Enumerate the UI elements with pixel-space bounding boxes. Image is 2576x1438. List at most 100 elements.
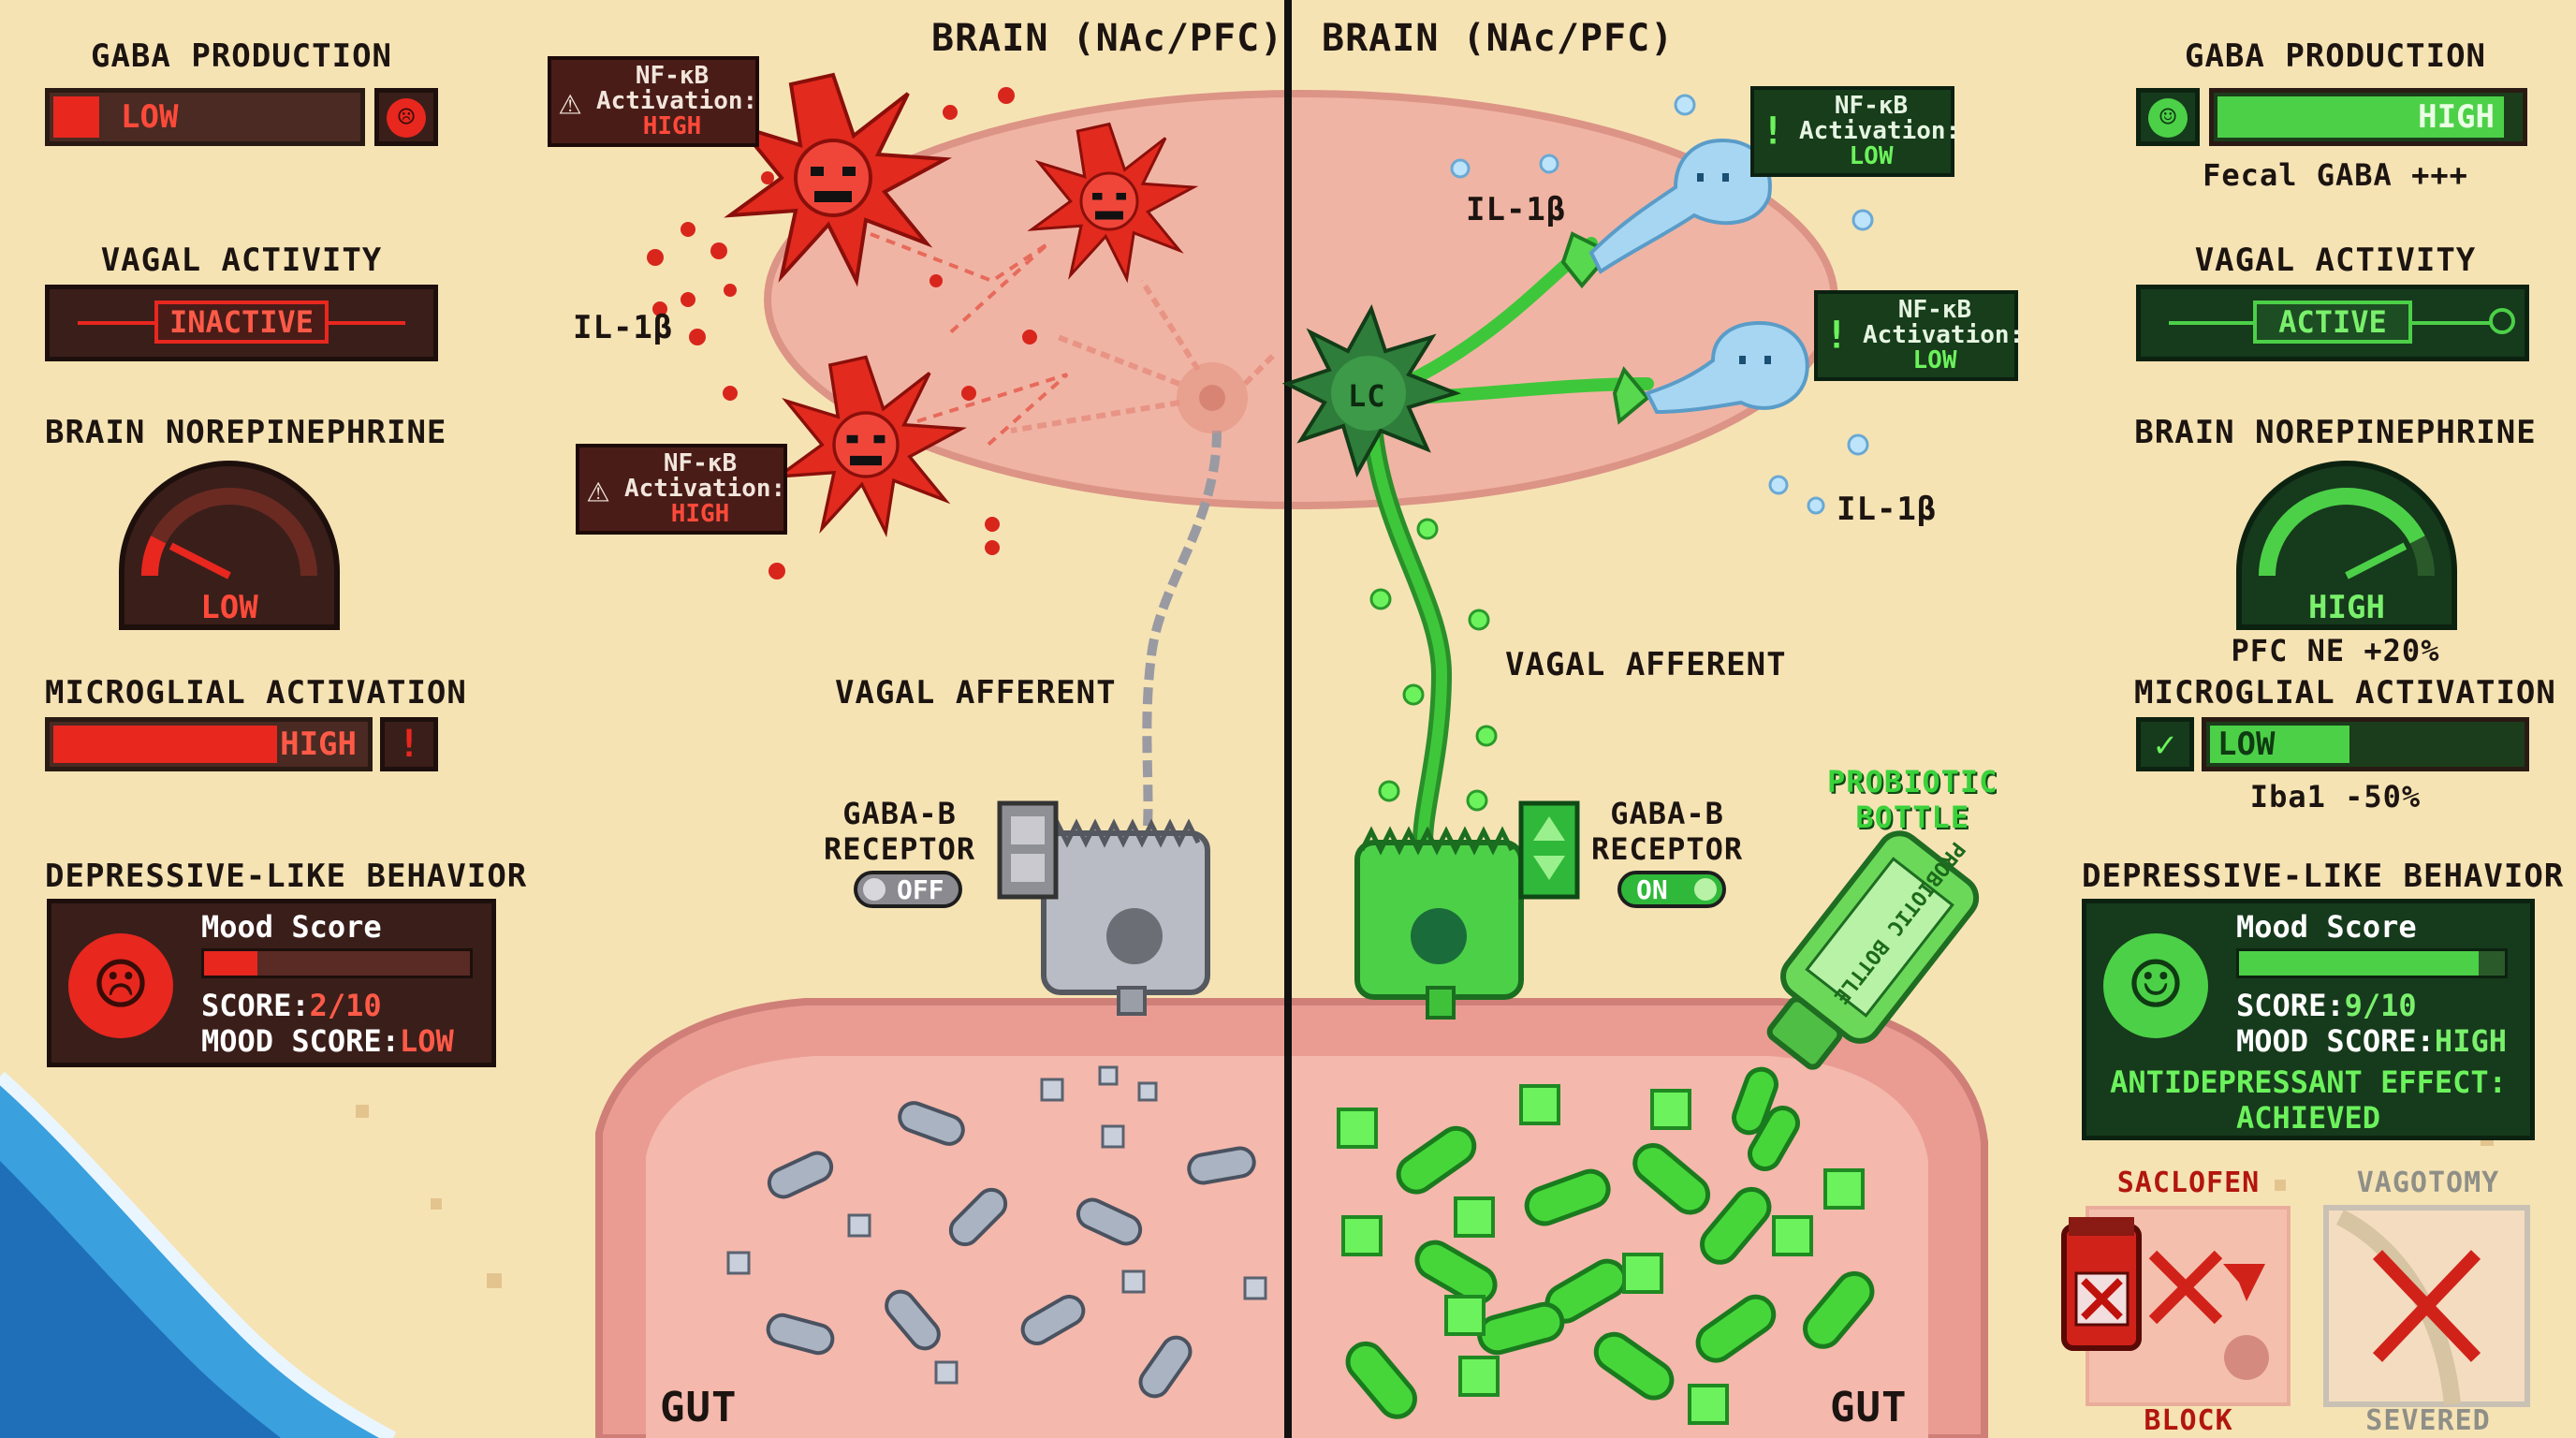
left-score-line: SCORE:2/10 — [201, 988, 382, 1023]
block-label: BLOCK — [2144, 1404, 2233, 1437]
signal-dots — [1369, 518, 1498, 812]
pfc-ne-note: PFC NE +20% — [2231, 633, 2440, 668]
right-vagal-title: VAGAL ACTIVITY — [2194, 242, 2477, 279]
vagal-afferent-label-right: VAGAL AFFERENT — [1505, 646, 1787, 683]
right-vagal-panel: ACTIVE — [2136, 285, 2529, 361]
enteroendocrine-cell-left — [1041, 818, 1210, 1016]
warning-icon: ⚠ — [559, 80, 582, 123]
left-gaba-title: GABA PRODUCTION — [90, 37, 393, 75]
ocean-foam — [0, 1071, 397, 1438]
nfkb-badge-left-bottom: ⚠ NF-κB Activation: HIGH — [576, 444, 787, 535]
left-score-value: 2/10 — [309, 988, 382, 1023]
right-ne-gauge: HIGH — [2236, 461, 2457, 630]
gauge-needle-icon — [2345, 542, 2408, 580]
receptor-state-left: OFF — [897, 874, 944, 905]
lc-label: LC — [1348, 378, 1386, 414]
checkmark-icon: ✓ — [2136, 717, 2194, 771]
nfkb-title: NF-κB Activation: — [1863, 296, 2025, 349]
right-microglia-bar: LOW — [2202, 717, 2529, 771]
right-ne-value: HIGH — [2308, 589, 2385, 626]
il1b-label-right-top: IL-1β — [1466, 191, 1567, 228]
nfkb-level: HIGH — [642, 112, 702, 140]
left-microglia-title: MICROGLIAL ACTIVATION — [45, 674, 467, 712]
il1b-label-left: IL-1β — [573, 309, 674, 346]
enteroendocrine-cell-right — [1354, 826, 1524, 1020]
happy-face-icon: ☺ — [2136, 88, 2200, 146]
block-x-icon — [2148, 1250, 2223, 1325]
left-vagal-value: INACTIVE — [154, 301, 329, 344]
nfkb-title: NF-κB Activation: — [624, 449, 786, 503]
vagotomy-label: VAGOTOMY — [2356, 1167, 2500, 1199]
right-gaba-value: HIGH — [2418, 98, 2495, 136]
alert-exclamation-icon: ! — [380, 717, 438, 771]
right-ne-arc — [2259, 488, 2425, 577]
gaba-b-receptor-label-right: GABA-B RECEPTOR — [1591, 796, 1744, 867]
nfkb-level: LOW — [1912, 346, 1957, 374]
right-mood-score-line: MOOD SCORE:HIGH — [2236, 1023, 2507, 1059]
bacteria-green — [1345, 1066, 1875, 1419]
right-microglia-value: LOW — [2217, 726, 2276, 763]
right-gaba-fill — [2217, 96, 2504, 138]
cytokines-red — [647, 87, 1037, 580]
receptor-icon-right — [1518, 800, 1580, 900]
vagal-afferent-left — [1142, 430, 1222, 844]
right-mood-panel: ☺ Mood Score SCORE:9/10 MOOD SCORE:HIGH … — [2082, 899, 2535, 1140]
saclofen-bottle-icon — [2061, 1217, 2142, 1351]
fecal-gaba-note: Fecal GABA +++ — [2203, 157, 2468, 193]
microglia-resting — [1588, 138, 1809, 415]
faded-neuron-left — [1010, 279, 1276, 433]
left-microglia-fill — [53, 726, 277, 763]
il1b-label-right-bottom: IL-1β — [1837, 491, 1938, 528]
nfkb-title: NF-κB Activation: — [596, 62, 758, 115]
exclamation-icon: ! — [1825, 314, 1849, 357]
left-gaba-bar: LOW — [45, 88, 365, 146]
receptor-toggle-left: OFF — [854, 871, 962, 908]
vagal-afferent-label-left: VAGAL AFFERENT — [835, 674, 1117, 712]
left-mood-score-line: MOOD SCORE:LOW — [201, 1023, 454, 1059]
left-gaba-fill — [53, 96, 99, 138]
iba1-note: Iba1 -50% — [2249, 779, 2422, 814]
receptor-state-right: ON — [1636, 874, 1668, 905]
left-microglia-value: HIGH — [280, 726, 357, 763]
right-microglia-title: MICROGLIAL ACTIVATION — [2134, 674, 2556, 712]
right-score-line: SCORE:9/10 — [2236, 988, 2417, 1023]
left-gaba-value: LOW — [121, 98, 179, 136]
left-mood-fill — [204, 951, 257, 976]
saclofen-label: SACLOFEN — [2116, 1167, 2261, 1199]
left-vagal-title: VAGAL ACTIVITY — [100, 242, 383, 279]
left-microglia-bar: HIGH — [45, 717, 373, 771]
nfkb-level: HIGH — [670, 500, 730, 528]
nfkb-badge-right-top: ! NF-κB Activation: LOW — [1750, 86, 1960, 177]
brain-label-right: BRAIN (NAc/PFC) — [1322, 17, 1675, 60]
toggle-knob-right — [1694, 878, 1717, 901]
toggle-knob-left — [863, 878, 886, 901]
right-gaba-bar: HIGH — [2209, 88, 2527, 146]
right-gaba-title: GABA PRODUCTION — [2184, 37, 2487, 75]
score-label: SCORE: — [2236, 988, 2345, 1023]
severed-label: SEVERED — [2365, 1404, 2491, 1437]
right-mood-fill — [2239, 951, 2479, 976]
center-divider — [1284, 0, 1292, 1438]
antidepressant-effect: ANTIDEPRESSANT EFFECT: ACHIEVED — [2110, 1064, 2507, 1136]
happy-face-large-icon: ☺ — [2103, 933, 2208, 1038]
gut-label-right: GUT — [1830, 1384, 1908, 1431]
warning-icon: ⚠ — [587, 467, 610, 510]
gaba-cubes — [1337, 1084, 1865, 1425]
left-ne-arc — [141, 536, 167, 577]
left-ne-title: BRAIN NOREPINEPHRINE — [45, 414, 447, 451]
left-ne-gauge: LOW — [119, 461, 340, 630]
gauge-needle-icon — [168, 542, 231, 580]
nfkb-badge-left-top: ⚠ NF-κB Activation: HIGH — [548, 56, 759, 147]
right-ne-title: BRAIN NOREPINEPHRINE — [2134, 414, 2537, 451]
right-mood-score-value: HIGH — [2434, 1023, 2507, 1059]
mood-score-label: MOOD SCORE: — [201, 1023, 400, 1059]
left-mood-score-value: LOW — [399, 1023, 454, 1059]
right-mood-label: Mood Score — [2236, 909, 2417, 945]
node-icon — [2489, 308, 2515, 334]
saclofen-scene — [2061, 1206, 2291, 1406]
probiotic-label: PROBIOTIC BOTTLE — [1827, 764, 1998, 835]
severed-x-icon — [2372, 1250, 2481, 1362]
nfkb-level: LOW — [1849, 142, 1894, 170]
brain-label-left: BRAIN (NAc/PFC) — [931, 17, 1284, 60]
